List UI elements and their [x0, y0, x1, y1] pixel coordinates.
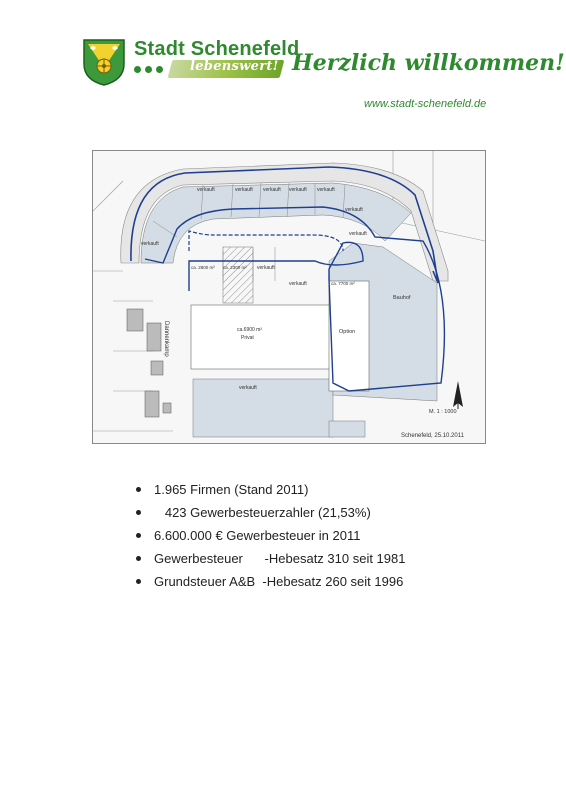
- facts-list: 1.965 Firmen (Stand 2011) 423 Gewerbeste…: [136, 482, 405, 597]
- coat-of-arms-icon: [83, 39, 125, 86]
- plot-label-8: verkauft: [257, 265, 275, 271]
- list-item: Grundsteuer A&B -Hebesatz 260 seit 1996: [136, 574, 405, 589]
- area-label-4: ca.6900 m²: [237, 327, 262, 333]
- brand-dots: [134, 66, 163, 73]
- north-arrow-icon: [453, 381, 463, 409]
- privat-label: Privat: [241, 335, 254, 341]
- brand-title: Stadt Schenefeld: [134, 38, 300, 60]
- scale-label: M. 1 : 1000: [429, 409, 457, 415]
- plot-label-2: verkauft: [235, 187, 253, 193]
- area-label-1: ca. 2800 m²: [191, 265, 215, 270]
- dot-3: [156, 66, 163, 73]
- area-label-2: ca. 2300 m²: [223, 265, 247, 270]
- site-plan-svg: verkauft verkauft verkauft verkauft verk…: [93, 151, 485, 443]
- plot-label-9: verkauft: [289, 281, 307, 287]
- plot-label-4: verkauft: [289, 187, 307, 193]
- plot-label-3: verkauft: [263, 187, 281, 193]
- plot-label-5: verkauft: [317, 187, 335, 193]
- area-label-3: ca. 7700 m²: [331, 281, 355, 286]
- list-item: 423 Gewerbesteuerzahler (21,53%): [136, 505, 405, 520]
- dot-1: [134, 66, 141, 73]
- plot-label-11: verkauft: [239, 385, 257, 391]
- dot-2: [145, 66, 152, 73]
- slogan: lebenswert!: [190, 59, 279, 74]
- bauhof-label: Bauhof: [393, 295, 411, 301]
- plot-label-10: verkauft: [349, 231, 367, 237]
- date-label: Schenefeld, 25.10.2011: [401, 433, 465, 439]
- list-item: Gewerbesteuer -Hebesatz 310 seit 1981: [136, 551, 405, 566]
- plot-label-6: verkauft: [345, 207, 363, 213]
- option-label: Option: [339, 329, 355, 335]
- street-label: Dannenkamp: [163, 321, 169, 357]
- site-plan-map: verkauft verkauft verkauft verkauft verk…: [92, 150, 486, 444]
- list-item: 6.600.000 € Gewerbesteuer in 2011: [136, 528, 405, 543]
- plot-label-1: verkauft: [197, 187, 215, 193]
- coat-of-arms-logo: [82, 38, 126, 86]
- list-item: 1.965 Firmen (Stand 2011): [136, 482, 405, 497]
- plot-label-7: verkauft: [141, 241, 159, 247]
- welcome-heading: Herzlich willkommen!: [292, 50, 565, 76]
- website-link[interactable]: www.stadt-schenefeld.de: [364, 98, 487, 110]
